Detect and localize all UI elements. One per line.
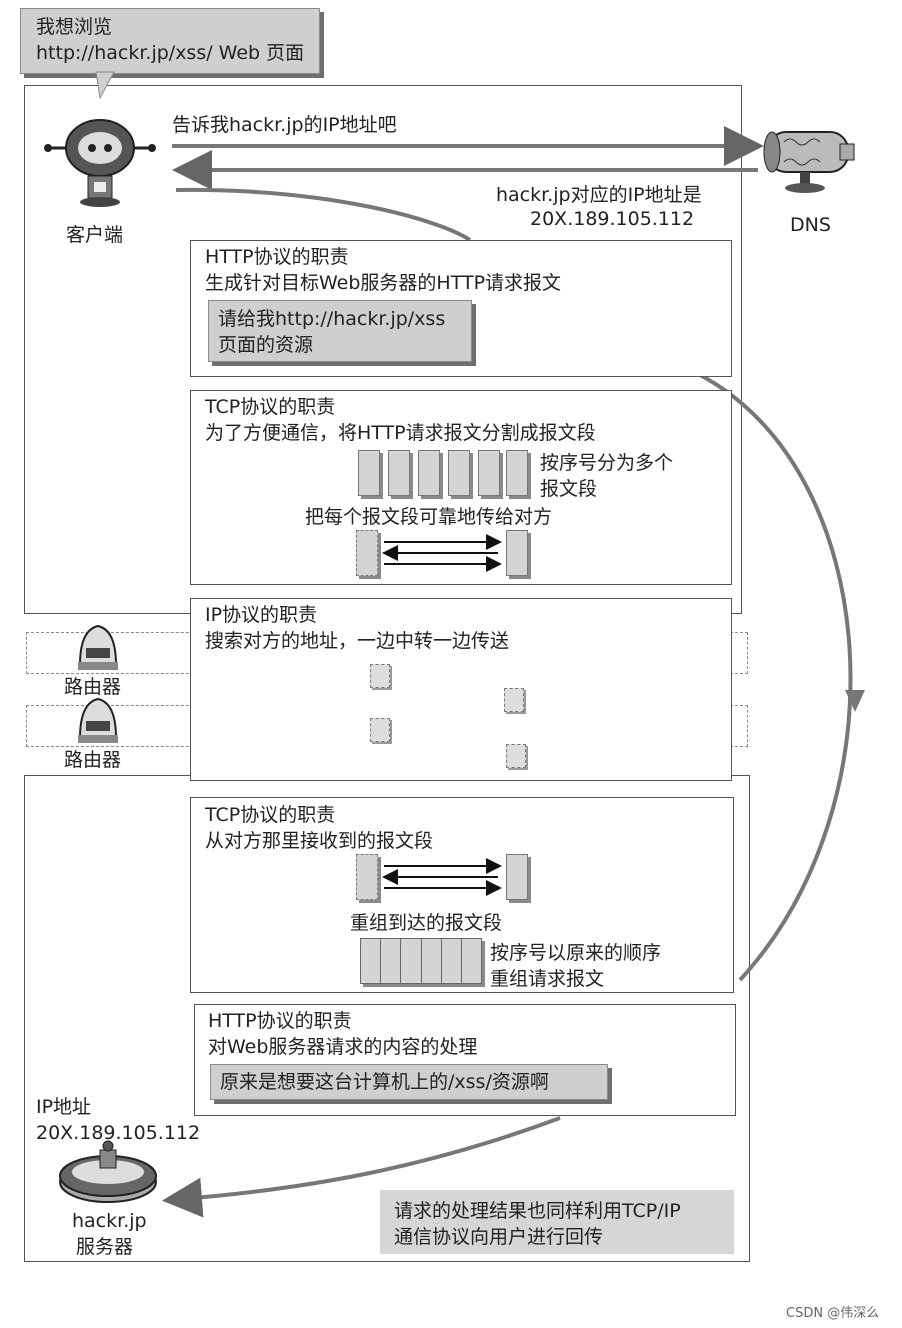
reassembled-segment-3 [401, 939, 422, 983]
flow-arrow-right [699, 373, 853, 982]
client-label: 客户端 [66, 224, 124, 246]
ip-packet-3 [370, 718, 390, 742]
router-icon-1 [78, 624, 118, 670]
segment-3 [418, 450, 440, 496]
ip-desc: 搜索对方的地址，一边中转一边传送 [205, 630, 510, 652]
flow-arrow-top [175, 187, 472, 242]
tcp-split-line1: 按序号分为多个 [540, 452, 674, 474]
reassembled-segment-6 [462, 939, 481, 983]
client-robot-icon [44, 119, 156, 207]
http-request-note-line2: 页面的资源 [218, 334, 314, 356]
speech-bubble [20, 8, 320, 74]
reassembled-segment-5 [442, 939, 462, 983]
segment-1 [358, 450, 380, 496]
bubble-line2: http://hackr.jp/xss/ Web 页面 [36, 42, 305, 64]
dns-reply-line2: 20X.189.105.112 [530, 208, 695, 230]
return-arrow [162, 1116, 561, 1218]
ip-title: IP协议的职责 [205, 604, 318, 626]
server-name-line1: hackr.jp [72, 1210, 147, 1232]
result-note-line1: 请求的处理结果也同样利用TCP/IP [394, 1200, 681, 1222]
tcp-order-line2: 重组请求报文 [490, 968, 605, 990]
web-server-icon [59, 1140, 157, 1203]
router-icon-2 [78, 697, 118, 743]
http-request-note-line1: 请给我http://hackr.jp/xss [218, 308, 446, 330]
segment-6 [506, 450, 528, 496]
watermark: CSDN @伟深么 [786, 1306, 880, 1321]
segment-5 [478, 450, 500, 496]
flow-arrow-head [845, 690, 865, 712]
http-server-title: HTTP协议的职责 [208, 1010, 352, 1032]
dns-reply-line1: hackr.jp对应的IP地址是 [496, 184, 702, 206]
http-client-desc: 生成针对目标Web服务器的HTTP请求报文 [205, 272, 562, 294]
tcp-server-title: TCP协议的职责 [205, 804, 336, 826]
router-label-1: 路由器 [64, 676, 122, 698]
reassembled-segment-4 [422, 939, 442, 983]
tcp-send-segment [356, 530, 378, 576]
segment-2 [388, 450, 410, 496]
ip-packet-1 [370, 664, 390, 688]
server-name-line2: 服务器 [76, 1236, 134, 1258]
tcp-server-desc: 从对方那里接收到的报文段 [205, 830, 434, 852]
dns-label: DNS [790, 214, 831, 236]
ip-packet-4 [506, 744, 526, 768]
dns-request-text: 告诉我hackr.jp的IP地址吧 [172, 114, 397, 136]
http-request-note [208, 300, 472, 362]
tcp-split-line2: 报文段 [540, 478, 598, 500]
dns-server-icon [763, 131, 855, 193]
tcp-server-recv-segment [506, 854, 528, 900]
router-label-2: 路由器 [64, 749, 122, 771]
ip-packet-2 [504, 688, 524, 712]
reassembled-message [360, 938, 482, 984]
tcp-recv-segment [506, 530, 528, 576]
tcp-client-title: TCP协议的职责 [205, 396, 336, 418]
tcp-reassemble-text: 重组到达的报文段 [350, 912, 503, 934]
ip-box [190, 598, 732, 781]
tcp-server-send-segment [356, 854, 378, 900]
http-server-note-text: 原来是想要这台计算机上的/xss/资源啊 [220, 1071, 549, 1093]
reassembled-segment-2 [381, 939, 402, 983]
tcp-order-line1: 按序号以原来的顺序 [490, 942, 662, 964]
reassembled-segment-1 [361, 939, 382, 983]
tcp-client-desc: 为了方便通信，将HTTP请求报文分割成报文段 [205, 422, 596, 444]
server-ip-label: IP地址 [36, 1096, 92, 1118]
segment-4 [448, 450, 470, 496]
http-server-desc: 对Web服务器请求的内容的处理 [208, 1036, 478, 1058]
server-ip-value: 20X.189.105.112 [36, 1122, 201, 1144]
tcp-reliable-text: 把每个报文段可靠地传给对方 [305, 506, 553, 528]
http-server-note [210, 1064, 608, 1100]
result-note-line2: 通信协议向用户进行回传 [394, 1226, 604, 1248]
result-note [380, 1190, 734, 1254]
bubble-line1: 我想浏览 [36, 16, 113, 38]
http-client-title: HTTP协议的职责 [205, 246, 349, 268]
bubble-tail [95, 71, 115, 100]
